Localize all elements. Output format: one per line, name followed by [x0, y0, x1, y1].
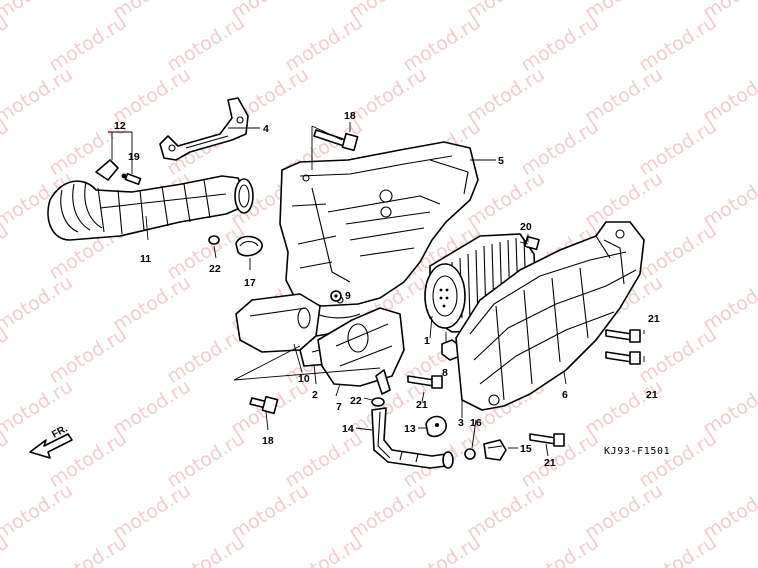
callout-1: 1 [424, 335, 430, 347]
callout-5: 5 [498, 155, 504, 167]
air-cleaner-case [279, 141, 479, 319]
callout-21-c: 21 [416, 399, 428, 411]
callout-21-b: 21 [646, 389, 658, 401]
clamp-screw [121, 172, 142, 186]
bolt-18-lower [249, 395, 279, 415]
grommet-9 [330, 290, 342, 302]
intake-duct [47, 159, 254, 241]
callout-2: 2 [312, 389, 318, 401]
callout-12: 12 [114, 120, 126, 132]
callout-22-upper: 22 [209, 263, 221, 275]
clip-22-lower [371, 397, 385, 407]
callout-15: 15 [520, 443, 532, 455]
bolt-21-a [605, 329, 641, 343]
bolt-21-d [529, 433, 565, 447]
callout-3: 3 [458, 417, 464, 429]
callout-10: 10 [298, 373, 310, 385]
leader-lines [108, 122, 645, 457]
callout-numbers: 12 19 4 18 5 11 22 17 20 9 1 8 21 21 6 1… [114, 110, 660, 469]
callout-19: 19 [128, 151, 140, 163]
bolt-21-c [407, 375, 443, 389]
plug-16 [464, 448, 476, 460]
bolt-20 [519, 235, 540, 251]
connecting-tube-7 [317, 307, 405, 395]
air-cleaner-cover [455, 221, 645, 411]
callout-9: 9 [345, 290, 351, 302]
callout-16: 16 [470, 417, 482, 429]
callout-8: 8 [442, 367, 448, 379]
callout-17: 17 [244, 277, 256, 289]
bolt-21-b [605, 351, 641, 365]
callout-7: 7 [336, 401, 342, 413]
front-direction-arrow: FR. [29, 423, 73, 459]
bolt-18-upper [313, 129, 359, 152]
callout-6: 6 [562, 389, 568, 401]
stay-bracket [159, 97, 249, 161]
callout-22-lower: 22 [350, 395, 362, 407]
drain-tube [371, 407, 454, 469]
callout-11: 11 [140, 253, 151, 265]
diagram-code: KJ93-F1501 [604, 446, 670, 457]
callout-18-upper: 18 [344, 110, 356, 122]
callout-20: 20 [520, 221, 532, 233]
callout-18-lower: 18 [262, 435, 274, 447]
clamp-13 [425, 415, 447, 438]
callout-21-d: 21 [544, 457, 556, 469]
clip-22-upper [208, 235, 220, 245]
callout-13: 13 [404, 423, 416, 435]
callout-4: 4 [263, 123, 269, 135]
callout-21-a: 21 [648, 313, 660, 325]
drain-plug-15 [483, 439, 507, 461]
callout-14: 14 [342, 423, 354, 435]
band-clip-17 [235, 235, 263, 257]
